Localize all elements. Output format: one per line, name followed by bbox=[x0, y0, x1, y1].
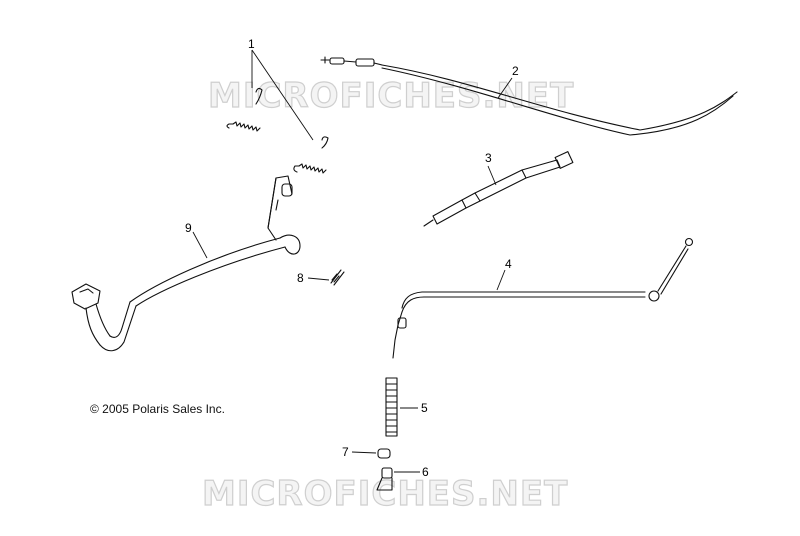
callout-8: 8 bbox=[297, 271, 304, 285]
callout-3: 3 bbox=[485, 151, 492, 165]
part-8-pin bbox=[330, 269, 345, 286]
leader-7 bbox=[351, 451, 377, 454]
part-2-cable bbox=[320, 56, 738, 136]
callout-2: 2 bbox=[512, 64, 519, 78]
part-6-clip bbox=[376, 467, 393, 491]
part-9-pedal bbox=[71, 175, 301, 352]
watermark-bottom: MICROFICHES.NET bbox=[202, 474, 568, 514]
spring-upper bbox=[226, 87, 263, 132]
leader-1b bbox=[251, 49, 314, 141]
callout-7: 7 bbox=[342, 445, 349, 459]
copyright-notice: © 2005 Polaris Sales Inc. bbox=[90, 402, 225, 416]
part-4-rod bbox=[392, 237, 694, 359]
leader-2 bbox=[497, 77, 513, 99]
part-1-springs bbox=[226, 87, 329, 174]
part-3-rod bbox=[423, 151, 574, 227]
callout-5: 5 bbox=[421, 401, 428, 415]
callout-6: 6 bbox=[422, 465, 429, 479]
watermark-top: MICROFICHES.NET bbox=[208, 76, 574, 116]
callout-1: 1 bbox=[248, 37, 255, 51]
callout-9: 9 bbox=[185, 221, 192, 235]
leader-3 bbox=[487, 165, 497, 186]
leader-9 bbox=[192, 231, 208, 259]
leader-8 bbox=[307, 277, 330, 281]
part-7-bushing bbox=[377, 448, 391, 459]
part-5-sleeve bbox=[385, 377, 398, 437]
callout-4: 4 bbox=[505, 257, 512, 271]
leader-4 bbox=[496, 269, 506, 291]
spring-lower bbox=[293, 136, 329, 174]
